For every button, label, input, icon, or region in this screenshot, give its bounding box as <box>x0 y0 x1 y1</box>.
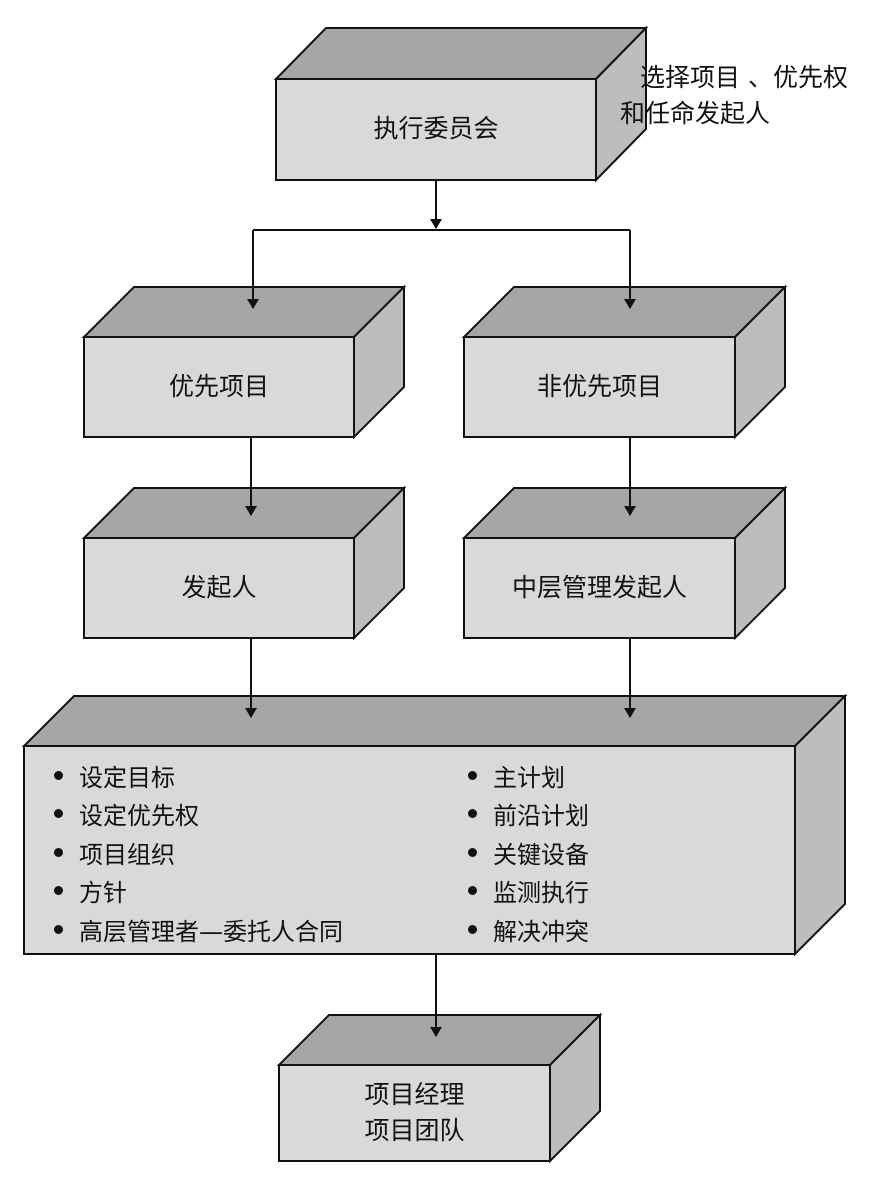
bullet-icon <box>468 886 477 896</box>
responsibility-item: 方针 <box>54 872 343 911</box>
responsibility-item: 关键设备 <box>468 833 589 872</box>
middle-management-sponsor-label: 中层管理发起人 <box>511 572 687 602</box>
bullet-icon <box>54 809 63 819</box>
responsibility-item: 项目组织 <box>54 833 343 872</box>
bullet-icon <box>54 924 63 934</box>
annotation-text: 选择项目 、优先权 和任命发起人 <box>620 60 848 132</box>
responsibility-text: 高层管理者—委托人合同 <box>79 917 343 946</box>
responsibility-item: 设定目标 <box>54 756 343 795</box>
bullet-icon <box>468 924 477 934</box>
priority-projects-label: 优先项目 <box>168 371 269 401</box>
box-non-priority-projects <box>461 284 788 440</box>
box-project-manager-top <box>276 1014 603 1066</box>
box-responsibilities <box>21 693 848 957</box>
bullet-icon <box>468 770 477 780</box>
project-manager-label: 项目经理 项目团队 <box>279 1065 550 1161</box>
responsibility-item: 监测执行 <box>468 872 589 911</box>
box-priority-projects-top <box>81 286 407 338</box>
box-executive-committee-top <box>273 27 649 80</box>
responsibility-text: 项目组织 <box>79 840 175 869</box>
box-responsibilities-top <box>21 695 848 747</box>
box-project-manager <box>276 1012 603 1164</box>
responsibility-item: 设定优先权 <box>54 795 343 834</box>
responsibility-text: 设定优先权 <box>79 802 199 831</box>
box-non-priority-projects-front <box>463 336 736 438</box>
responsibility-item: 解决冲突 <box>468 910 589 949</box>
sponsor-label: 发起人 <box>181 572 257 602</box>
box-sponsor-top <box>81 487 407 539</box>
bullet-icon <box>54 847 63 857</box>
responsibility-text: 解决冲突 <box>493 917 589 946</box>
non-priority-projects-label: 非优先项目 <box>536 371 662 401</box>
bullet-icon <box>468 847 477 857</box>
responsibility-item: 前沿计划 <box>468 795 589 834</box>
responsibility-text: 前沿计划 <box>493 802 589 831</box>
executive-committee-label: 执行委员会 <box>373 114 499 144</box>
bullet-icon <box>54 886 63 896</box>
connectors <box>245 180 636 1037</box>
box-project-manager-front <box>278 1064 551 1162</box>
box-priority-projects-front <box>83 336 355 438</box>
box-sponsor-front <box>83 537 355 639</box>
responsibility-text: 关键设备 <box>493 840 589 869</box>
box-middle-management-sponsor <box>461 485 788 641</box>
box-priority-projects <box>81 284 407 440</box>
responsibilities-left-list: 设定目标设定优先权项目组织方针高层管理者—委托人合同 <box>54 756 343 949</box>
annotation-line-1: 选择项目 、优先权 <box>640 63 848 92</box>
box-non-priority-projects-top <box>461 286 788 338</box>
responsibility-text: 方针 <box>79 879 127 908</box>
box-sponsor <box>81 485 407 641</box>
box-executive-committee-front <box>275 78 597 181</box>
bullet-icon <box>54 770 63 780</box>
box-middle-management-sponsor-front <box>463 537 736 639</box>
responsibility-item: 高层管理者—委托人合同 <box>54 910 343 949</box>
box-middle-management-sponsor-top <box>461 487 788 539</box>
box-executive-committee <box>273 25 649 183</box>
annotation-line-2: 和任命发起人 <box>620 99 771 128</box>
project-team-line-2: 项目团队 <box>364 1116 465 1145</box>
responsibilities-right-list: 主计划前沿计划关键设备监测执行解决冲突 <box>468 756 589 949</box>
box-responsibilities-front <box>23 745 796 955</box>
project-manager-line-1: 项目经理 <box>364 1079 465 1109</box>
bullet-icon <box>468 809 477 819</box>
responsibility-item: 主计划 <box>468 756 589 795</box>
responsibility-text: 设定目标 <box>79 763 175 792</box>
responsibility-text: 主计划 <box>493 763 565 792</box>
responsibility-text: 监测执行 <box>493 879 589 908</box>
